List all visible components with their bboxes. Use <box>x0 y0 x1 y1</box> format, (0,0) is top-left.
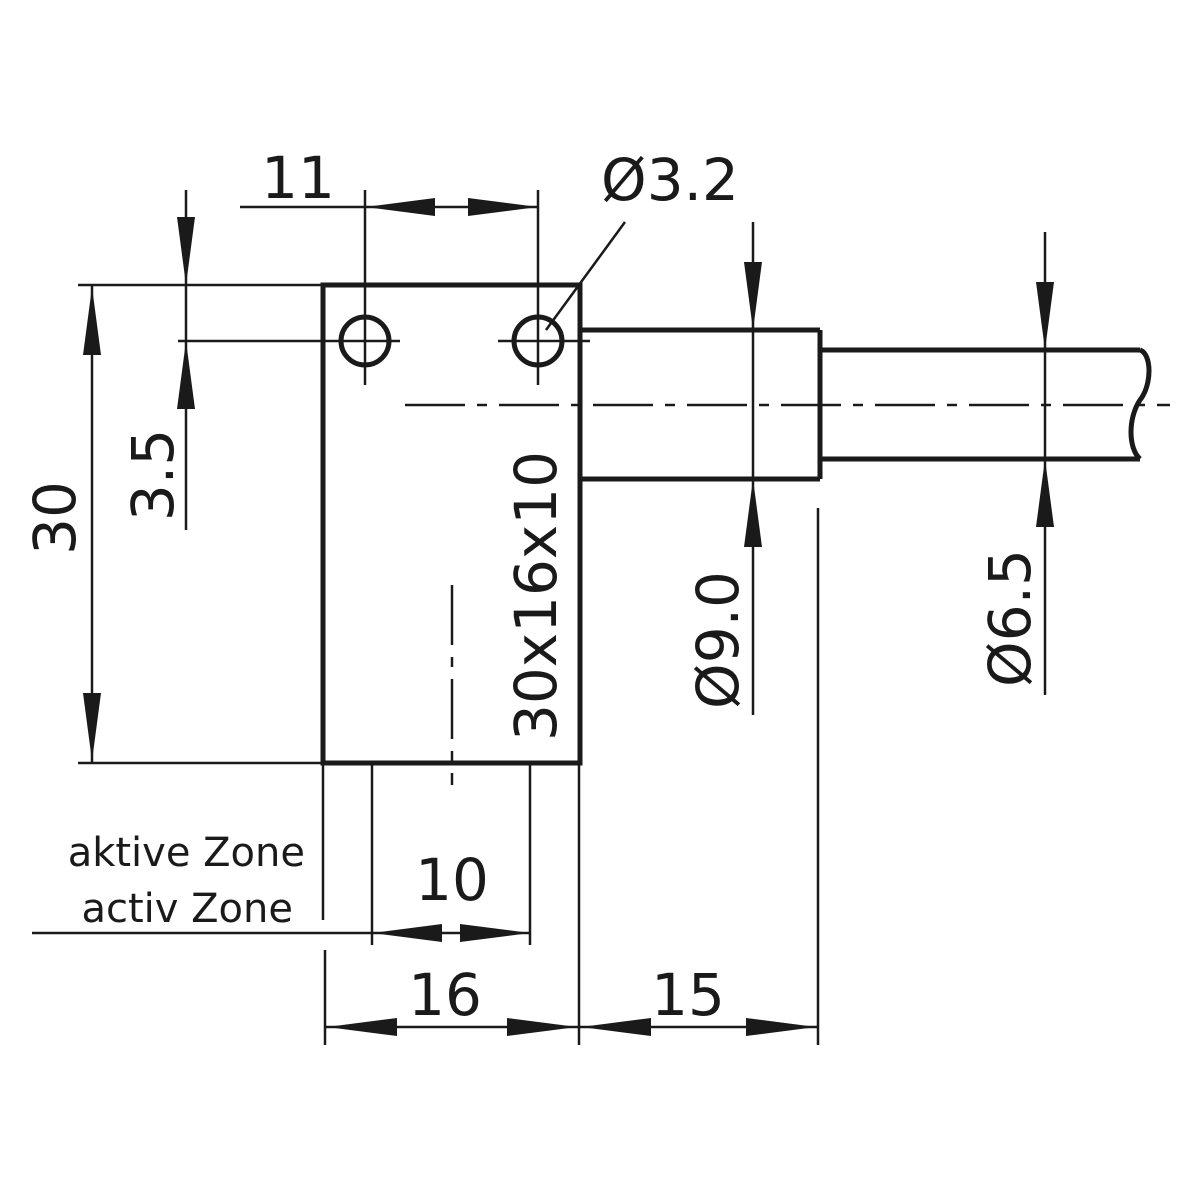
cable-diameter-label: Ø6.5 <box>976 549 1044 687</box>
dimension-height <box>78 283 323 765</box>
hole-spacing-label: 11 <box>261 144 335 212</box>
gland-diameter-label: Ø9.0 <box>684 571 752 709</box>
cable <box>820 347 1152 462</box>
active-zone-label-de: aktive Zone <box>68 830 305 876</box>
dimension-width <box>323 763 818 1045</box>
hole-offset-label: 3.5 <box>119 429 187 521</box>
active-zone-label-en: activ Zone <box>81 886 293 932</box>
gland-length-label: 15 <box>651 961 725 1029</box>
active-zone-width-label: 10 <box>415 846 489 914</box>
dimension-hole-offset <box>177 190 195 530</box>
height-label: 30 <box>21 481 89 555</box>
dimension-hole-spacing <box>240 198 538 216</box>
dimension-active-zone <box>32 763 532 945</box>
dimension-gland-diameter <box>744 222 762 715</box>
width-label: 16 <box>408 961 482 1029</box>
dimension-gland-length <box>581 508 820 1045</box>
dimension-cable-diameter <box>1036 232 1054 695</box>
hole-diameter-label: Ø3.2 <box>601 146 739 214</box>
housing-size-label: 30x16x10 <box>502 451 570 741</box>
hole-center-lines <box>178 190 590 385</box>
hole-diameter-leader <box>544 221 627 331</box>
